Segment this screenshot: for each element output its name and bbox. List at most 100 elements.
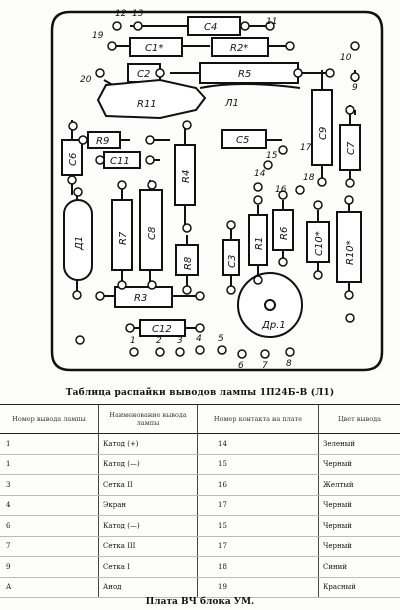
table-cell: Анод <box>98 577 198 598</box>
pin-number: 17 <box>300 143 312 153</box>
table-row: 4 Экран 17 Черный <box>0 495 400 516</box>
figure-caption: Плата ВЧ блока УМ. <box>145 597 255 607</box>
table-row: А Анод 19 Красный <box>0 577 400 598</box>
label-c5: C5 <box>236 135 249 146</box>
column-header: Номер вывода лампы <box>0 404 99 434</box>
table-header-row: Номер вывода лампы Наименование вывода л… <box>0 404 400 434</box>
table-cell: 16 <box>197 474 319 496</box>
table-cell: 3 <box>0 474 99 496</box>
table-cell: Катод (—) <box>98 515 198 537</box>
table-cell: 18 <box>197 556 319 578</box>
pin-number: 2 <box>156 336 162 346</box>
column-header: Наименование вывода лампы <box>98 404 198 434</box>
table-cell: 4 <box>0 495 99 516</box>
label-r10: R10* <box>345 240 356 265</box>
component-r1 <box>248 214 268 266</box>
pin-number: 3 <box>177 336 183 346</box>
label-c1: C1* <box>145 43 163 54</box>
table-cell: Сетка I <box>98 556 198 578</box>
column-header: Цвет вывода <box>318 404 400 434</box>
table-row: 3 Сетка II 16 Желтый <box>0 474 400 496</box>
pin-assignment-table: Номер вывода лампы Наименование вывода л… <box>0 404 400 598</box>
label-c11: C11 <box>110 156 130 167</box>
table-cell: Черный <box>318 495 400 516</box>
pin-number: 10 <box>340 53 352 63</box>
column-header: Номер контакта на плате <box>197 404 319 434</box>
label-c8: C8 <box>147 227 158 240</box>
table-cell: Зеленый <box>318 433 400 455</box>
label-r2: R2* <box>230 43 248 54</box>
label-c2: C2 <box>137 69 150 80</box>
pin-number: 8 <box>286 359 292 369</box>
pin-number: 16 <box>275 185 287 195</box>
table-row: 9 Сетка I 18 Синий <box>0 556 400 578</box>
pin-number: 15 <box>266 151 278 161</box>
label-c4: C4 <box>204 22 217 33</box>
pin-number: 12 <box>115 9 127 19</box>
pin-number: 13 <box>132 9 144 19</box>
component-d1 <box>63 199 93 281</box>
label-r9: R9 <box>96 136 109 147</box>
component-r4 <box>174 144 196 206</box>
component-c4 <box>187 16 241 36</box>
table-row: 1 Катод (+) 14 Зеленый <box>0 433 400 455</box>
pin-number: 7 <box>262 361 268 371</box>
component-l1-tube <box>96 78 207 120</box>
component-c9 <box>311 89 333 166</box>
table-cell: 9 <box>0 556 99 578</box>
label-c10: C10* <box>314 231 325 256</box>
pin-number: 11 <box>266 17 277 27</box>
table-cell: 7 <box>0 536 99 557</box>
label-r4: R4 <box>181 170 192 183</box>
table-cell: 15 <box>197 515 319 537</box>
label-r7: R7 <box>118 231 129 245</box>
table-cell: Сетка III <box>98 536 198 557</box>
table-row: 7 Сетка III 17 Черный <box>0 536 400 557</box>
table-cell: 14 <box>197 433 319 455</box>
pin-number: 1 <box>130 336 136 346</box>
table-cell: Сетка II <box>98 474 198 496</box>
table-cell: 17 <box>197 495 319 516</box>
pin-number: 5 <box>218 334 224 344</box>
component-r9 <box>87 131 121 149</box>
component-c5 <box>221 129 267 149</box>
label-r1: R1 <box>254 237 265 250</box>
table-cell: Катод (+) <box>98 433 198 455</box>
table-cell: А <box>0 577 99 598</box>
component-r6 <box>272 209 294 251</box>
label-d1: Д1 <box>74 236 85 251</box>
label-c6: C6 <box>68 153 79 166</box>
table-cell: Черный <box>318 515 400 537</box>
board-outline <box>50 10 384 372</box>
label-dr1: Др.1 <box>261 320 286 331</box>
component-c3 <box>222 239 240 276</box>
table-cell: Черный <box>318 536 400 557</box>
table-cell: 17 <box>197 536 319 557</box>
table-cell: 6 <box>0 515 99 537</box>
table-cell: 1 <box>0 454 99 475</box>
component-r10 <box>336 211 362 283</box>
label-c9: C9 <box>318 127 329 140</box>
label-r8: R8 <box>183 257 194 270</box>
label-r11: R11 <box>137 99 157 110</box>
table-cell: Черный <box>318 454 400 475</box>
pin-number: 4 <box>196 334 202 344</box>
label-c3: C3 <box>227 255 238 268</box>
pin-number: 18 <box>303 173 315 183</box>
pin-pads <box>67 21 360 359</box>
pin-number: 6 <box>238 361 244 371</box>
component-r7 <box>111 199 133 271</box>
table-row: 1 Катод (—) 15 Черный <box>0 454 400 475</box>
component-r3 <box>114 286 173 308</box>
table-cell: Красный <box>318 577 400 598</box>
label-c12: C12 <box>152 324 172 335</box>
pin-number: 14 <box>254 169 266 179</box>
table-cell: Экран <box>98 495 198 516</box>
label-r3: R3 <box>134 293 147 304</box>
table-title: Таблица распайки выводов лампы 1П24Б-В (… <box>65 388 335 398</box>
label-r5: R5 <box>238 69 251 80</box>
pin-number: 20 <box>80 75 92 85</box>
label-r6: R6 <box>279 227 290 240</box>
component-c8 <box>139 189 163 271</box>
